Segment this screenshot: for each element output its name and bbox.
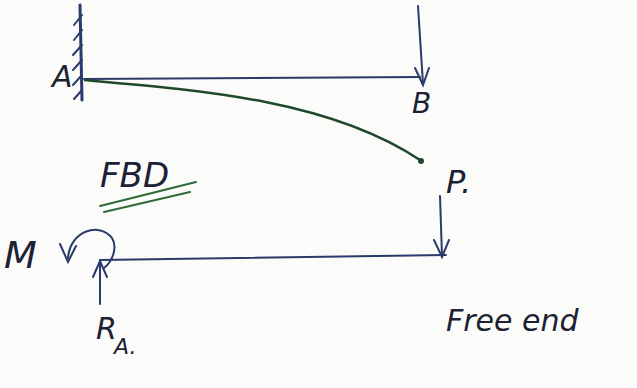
beam-line — [84, 77, 420, 79]
point-label: B — [412, 90, 431, 118]
arrow-head — [415, 68, 429, 85]
reaction-label: R — [96, 314, 117, 344]
reaction-arrow — [99, 262, 101, 304]
end-dot — [418, 158, 424, 164]
load-label: P. — [446, 166, 471, 198]
arrow-head — [434, 240, 449, 257]
subscript-label: A. — [114, 336, 136, 358]
deflection-curve — [84, 80, 420, 160]
moment-label: M — [4, 236, 37, 274]
load-arrow — [440, 196, 442, 256]
heading-label: FBD — [100, 158, 169, 192]
arrow-head — [93, 261, 107, 277]
load-arrow — [418, 6, 423, 84]
fixed-wall — [80, 5, 82, 100]
arrow-head — [60, 244, 76, 262]
note-label: Free end — [446, 306, 579, 336]
point-label: A — [52, 62, 73, 92]
fbd-beam-line — [100, 255, 446, 260]
wall-hatching — [73, 15, 82, 99]
